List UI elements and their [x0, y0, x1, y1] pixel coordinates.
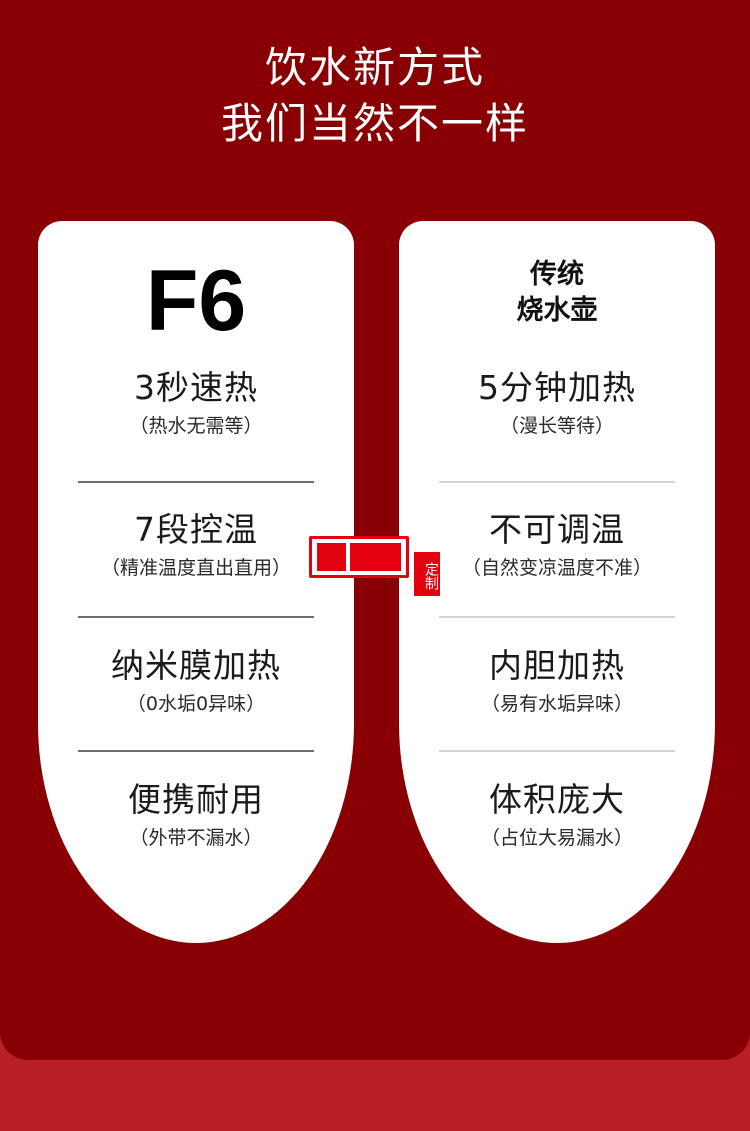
- headline: 饮水新方式 我们当然不一样: [0, 40, 750, 152]
- feature-subtitle: （热水无需等）: [129, 415, 263, 437]
- divider: [439, 481, 675, 483]
- feature-item: 3秒速热 （热水无需等）: [38, 367, 354, 439]
- feature-subtitle: （占位大易漏水）: [480, 827, 633, 849]
- feature-title: 纳米膜加热: [111, 646, 281, 685]
- card-title-line-1: 传统: [530, 259, 584, 290]
- card-title-traditional-kettle: 传统 烧水壶: [399, 257, 715, 329]
- divider: [78, 481, 314, 483]
- feature-subtitle: （自然变凉温度不准）: [461, 557, 652, 579]
- card-title-line-2: 烧水壶: [516, 295, 598, 326]
- divider: [78, 750, 314, 752]
- headline-line-2: 我们当然不一样: [220, 99, 529, 148]
- feature-subtitle: （0水垢0异味）: [126, 693, 266, 715]
- feature-item: 纳米膜加热 （0水垢0异味）: [38, 645, 354, 717]
- watermark-badge: [309, 536, 409, 578]
- feature-title: 不可调温: [489, 510, 625, 549]
- divider: [78, 616, 314, 618]
- product-card-f6: F6 3秒速热 （热水无需等） 7段控温 （精准温度直出直用） 纳米膜加热 （0…: [38, 221, 354, 943]
- feature-subtitle: （易有水垢异味）: [480, 693, 633, 715]
- feature-subtitle: （漫长等待）: [499, 415, 614, 437]
- feature-item: 7段控温 （精准温度直出直用）: [38, 509, 354, 581]
- feature-title: 3秒速热: [134, 368, 258, 407]
- headline-line-1: 饮水新方式: [264, 43, 485, 92]
- product-card-traditional-kettle: 传统 烧水壶 5分钟加热 （漫长等待） 不可调温 （自然变凉温度不准） 内胆加热…: [399, 221, 715, 943]
- feature-title: 便携耐用: [128, 780, 264, 819]
- card-title-f6: F6: [145, 253, 247, 349]
- feature-item: 内胆加热 （易有水垢异味）: [399, 645, 715, 717]
- badge-block-icon: [317, 543, 346, 571]
- divider: [439, 616, 675, 618]
- feature-title: 内胆加热: [489, 646, 625, 685]
- feature-item: 便携耐用 （外带不漏水）: [38, 779, 354, 851]
- custom-stamp: 定制: [414, 552, 440, 596]
- feature-item: 5分钟加热 （漫长等待）: [399, 367, 715, 439]
- feature-item: 体积庞大 （占位大易漏水）: [399, 779, 715, 851]
- background-panel: 饮水新方式 我们当然不一样 F6 3秒速热 （热水无需等） 7段控温 （精准温度…: [0, 0, 750, 1060]
- divider: [439, 750, 675, 752]
- feature-title: 体积庞大: [489, 780, 625, 819]
- badge-block-icon: [350, 543, 401, 571]
- feature-subtitle: （精准温度直出直用）: [100, 557, 291, 579]
- feature-subtitle: （外带不漏水）: [129, 827, 263, 849]
- feature-item: 不可调温 （自然变凉温度不准）: [399, 509, 715, 581]
- feature-title: 5分钟加热: [478, 368, 636, 407]
- feature-title: 7段控温: [134, 510, 258, 549]
